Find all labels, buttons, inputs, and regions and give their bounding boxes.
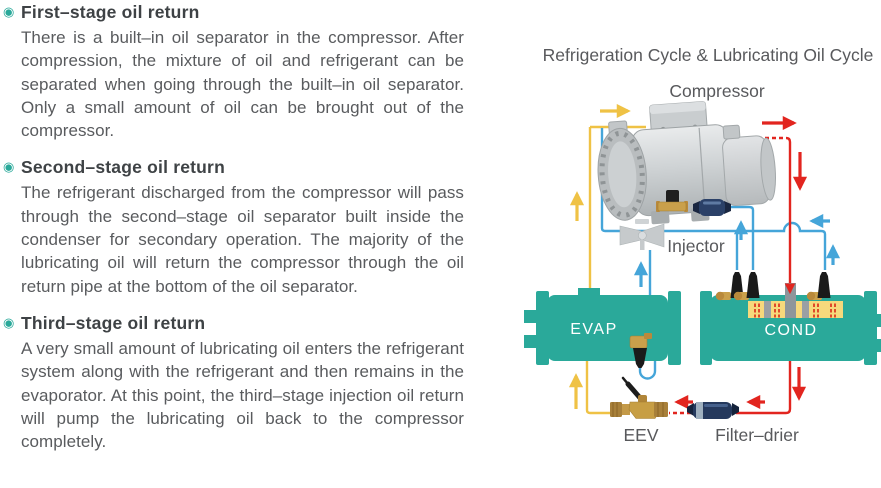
cond-oil-return-valves [715, 272, 831, 301]
third-stage-heading: Third–stage oil return [21, 312, 206, 333]
section-third-stage: ◉ Third–stage oil return A very small am… [0, 313, 464, 453]
first-stage-heading: First–stage oil return [21, 2, 200, 22]
evap-oil-valve [629, 333, 652, 368]
refrigeration-cycle-diagram: Refrigeration Cycle & Lubricating Oil Cy… [524, 45, 881, 445]
cond-to-filter-pipe [736, 361, 792, 415]
filter-drier-label: Filter–drier [715, 425, 799, 445]
third-stage-body: A very small amount of lubricating oil e… [21, 338, 464, 452]
oil-return-valve [656, 190, 688, 212]
compressor-label: Compressor [669, 81, 764, 101]
cond-label: COND [764, 322, 817, 339]
evap-oil-trap-loop [638, 361, 657, 380]
cond-valve3-return-line [600, 128, 827, 270]
discharge-down-pipe [785, 136, 792, 285]
flow-arrows [568, 103, 841, 410]
cond-inlet-pipe [785, 283, 796, 318]
stage-bullet-icon: ◉ [3, 314, 15, 330]
cond-valve-2 [733, 272, 760, 301]
separator-baffle-marks [754, 303, 836, 318]
eev-to-evap-pipe [585, 361, 612, 415]
eev-label: EEV [623, 425, 658, 445]
second-stage-body: The refrigerant discharged from the comp… [21, 183, 464, 296]
injector-graphic [619, 219, 665, 250]
oil-return-text-panel: ◉ First–stage oil return There is a buil… [0, 2, 464, 468]
section-first-stage: ◉ First–stage oil return There is a buil… [0, 2, 464, 142]
diagram-title: Refrigeration Cycle & Lubricating Oil Cy… [543, 45, 874, 65]
filter-drier-graphic [687, 402, 739, 419]
condenser-vessel: COND [700, 283, 881, 365]
first-stage-body: There is a built–in oil separator in the… [21, 28, 464, 141]
evap-label: EVAP [570, 321, 618, 338]
section-second-stage: ◉ Second–stage oil return The refrigeran… [0, 157, 464, 297]
compressor-graphic [597, 101, 776, 225]
stage-bullet-icon: ◉ [3, 159, 15, 175]
injector-label: Injector [667, 236, 725, 256]
second-stage-heading: Second–stage oil return [21, 157, 225, 178]
oil-return-filter [693, 199, 731, 216]
eev-graphic [610, 376, 668, 419]
cond-valve-3 [806, 272, 831, 301]
stage-bullet-icon: ◉ [3, 4, 15, 19]
cond-valve-1 [715, 272, 744, 301]
evaporator-vessel: EVAP [524, 288, 681, 365]
